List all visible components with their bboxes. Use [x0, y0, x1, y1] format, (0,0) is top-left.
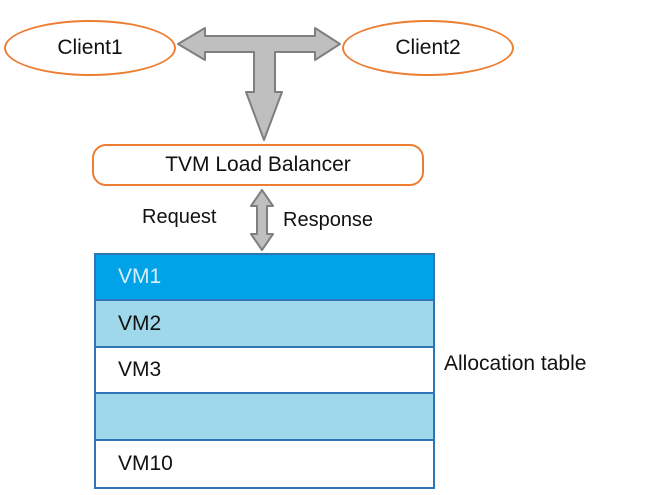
vm-label: VM1 — [118, 265, 162, 289]
table-row: VM3 — [96, 347, 433, 395]
vm-label: VM2 — [118, 311, 162, 335]
client1-node: Client1 — [4, 20, 176, 76]
client1-label: Client1 — [57, 36, 123, 59]
table-row — [96, 394, 433, 441]
allocation-table-caption: Allocation table — [444, 352, 587, 375]
request-label: Request — [142, 206, 217, 228]
bidirectional-arrow-icon — [250, 189, 274, 251]
allocation-table: VM1 VM2 VM3 VM10 — [94, 253, 435, 489]
table-row: VM1 — [96, 255, 433, 302]
response-label: Response — [283, 209, 374, 231]
table-row: VM2 — [96, 301, 433, 348]
t-junction-arrow-icon — [177, 27, 341, 141]
vm-label: VM3 — [118, 357, 162, 381]
client2-node: Client2 — [342, 20, 514, 76]
vm-label: VM10 — [118, 451, 173, 475]
client2-label: Client2 — [395, 36, 461, 59]
table-row: VM10 — [96, 440, 433, 487]
load-balancer-label: TVM Load Balancer — [165, 153, 351, 176]
load-balancer-node: TVM Load Balancer — [92, 144, 424, 186]
